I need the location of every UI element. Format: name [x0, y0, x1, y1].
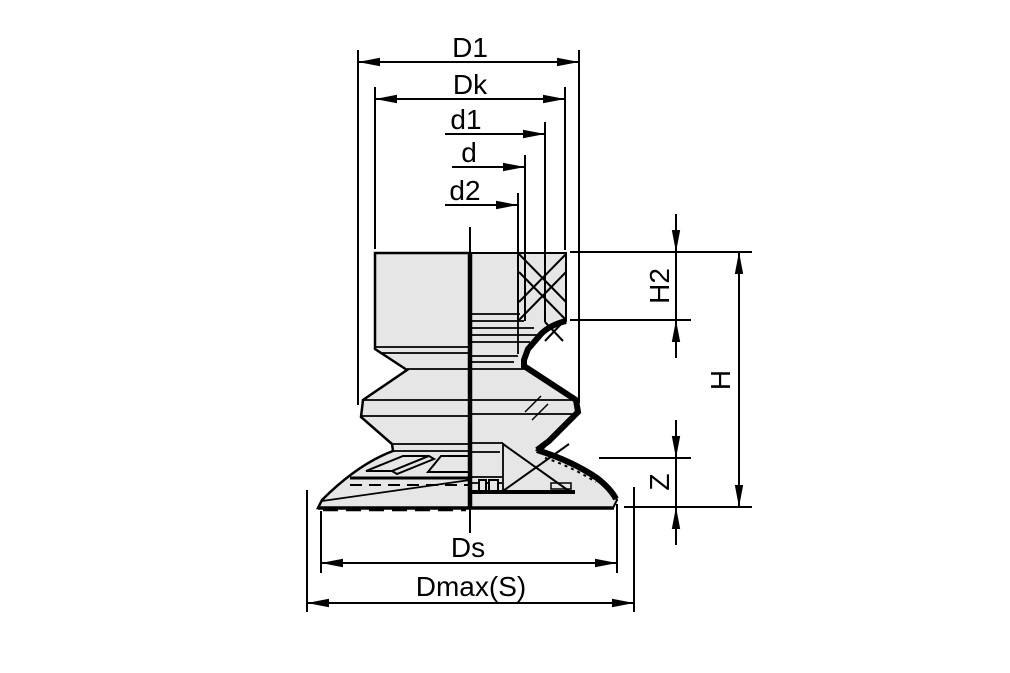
dimension-label-d1: d1	[450, 104, 481, 135]
dimension-D1: D1	[357, 32, 580, 405]
vacuum-port-nub	[478, 479, 487, 492]
dimension-label-d: d	[461, 137, 477, 168]
dimension-Dk: Dk	[374, 69, 566, 250]
hatch-tick	[524, 395, 542, 413]
dimension-d2: d2	[445, 175, 519, 320]
dimension-label-d2: d2	[449, 175, 480, 206]
vacuum-port-nub	[488, 479, 499, 492]
hatch-line	[518, 271, 567, 321]
suction-cup-part	[315, 227, 619, 533]
dimension-Dmax: Dmax(S)	[306, 487, 635, 612]
rib-edge	[389, 454, 437, 476]
sealing-lip-wall	[536, 447, 619, 501]
rim-edge-line	[321, 479, 471, 502]
dimension-H: H	[705, 252, 744, 507]
section-hatching	[502, 253, 570, 492]
dimension-d1: d1	[445, 104, 546, 322]
dimension-label-Z: Z	[644, 473, 675, 490]
dimension-Ds: Ds	[320, 504, 618, 573]
bellows-wall-section	[521, 318, 619, 501]
hatch-line	[502, 443, 570, 492]
right-detail-lines	[470, 313, 578, 494]
lip-serrations	[323, 457, 597, 512]
dimension-label-Dk: Dk	[453, 69, 488, 100]
sealing-plate-ribs	[365, 454, 471, 476]
dimension-d: d	[452, 137, 526, 321]
dimension-Z: Z	[644, 420, 681, 545]
dimension-label-D1: D1	[452, 32, 488, 63]
dimension-label-Ds: Ds	[451, 532, 485, 563]
lip-stipple	[544, 457, 597, 483]
hatch-line	[518, 253, 567, 303]
dimension-label-H2: H2	[644, 268, 675, 304]
left-detail-lines	[321, 346, 471, 502]
hatch-tick	[531, 403, 549, 421]
dimension-H2: H2	[644, 214, 681, 358]
dimension-label-Dmax: Dmax(S)	[416, 571, 526, 602]
dimensions: D1 Dk d1 d d2	[306, 32, 752, 612]
dimension-label-H: H	[705, 370, 736, 390]
bellows-wall	[521, 318, 582, 453]
